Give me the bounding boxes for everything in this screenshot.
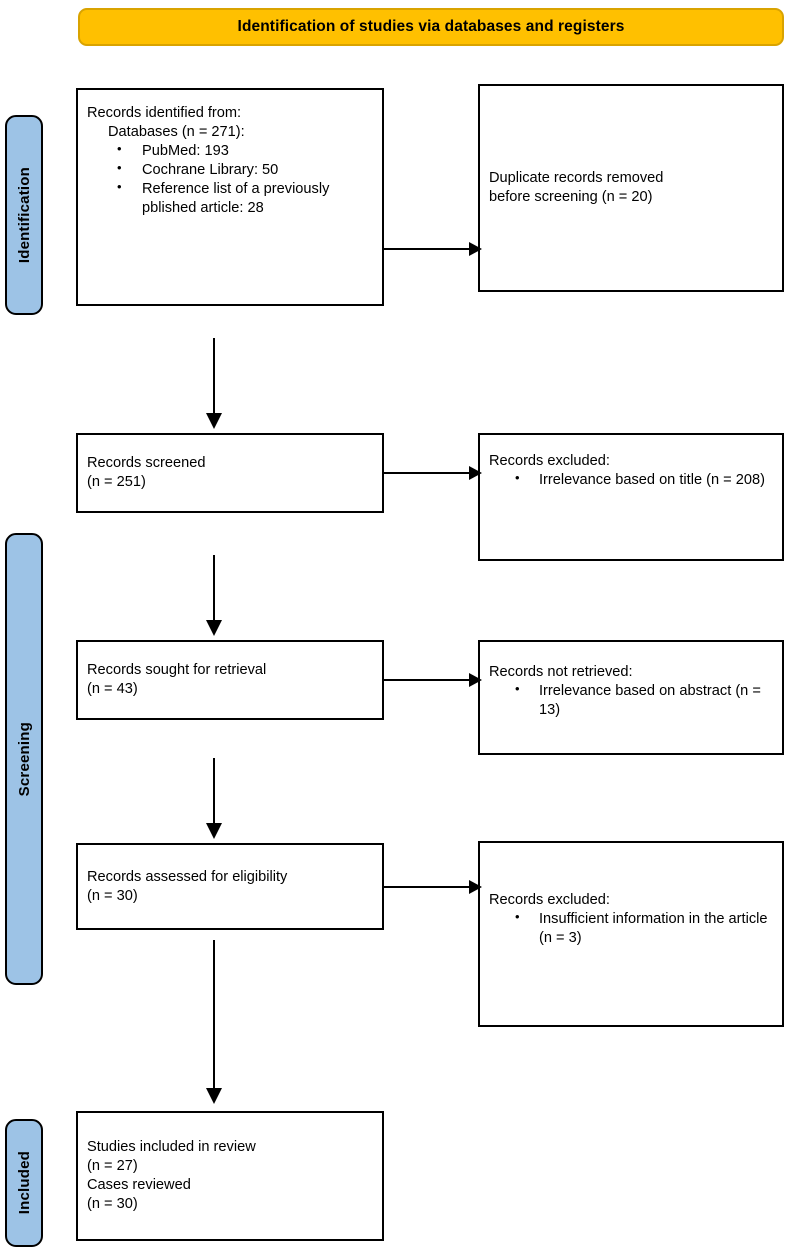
phase-banner-title: Identification of studies via databases … <box>237 18 625 35</box>
records-assessed-line-1: Records assessed for eligibility <box>87 868 288 885</box>
records-screened-line-1: Records screened <box>87 455 206 472</box>
arrow-screened-to-sought <box>203 555 225 637</box>
records-excluded-info-bullet-list: Insufficient information in the article … <box>489 909 773 948</box>
records-excluded-title-bullet-list: Irrelevance based on title (n = 208) <box>489 470 773 490</box>
stage-label-included: Included <box>15 1151 33 1215</box>
list-item: PubMed: 193 <box>87 141 373 161</box>
arrow-identified-to-screened <box>203 338 225 430</box>
list-item: Irrelevance based on title (n = 208) <box>489 470 773 490</box>
list-item: Insufficient information in the article … <box>489 909 773 948</box>
list-item: Reference list of a previously pblished … <box>87 179 373 218</box>
stage-bar-screening: Screening <box>5 533 43 985</box>
records-identified-subheading: Databases (n = 271): <box>108 123 245 140</box>
records-sought-line-2: (n = 43) <box>87 681 138 697</box>
arrow-assessed-to-excluded-info <box>383 876 483 898</box>
list-item: Irrelevance based on abstract (n = 13) <box>489 681 773 720</box>
box-records-not-retrieved: Records not retrieved: Irrelevance based… <box>478 640 784 755</box>
studies-included-line-4: (n = 30) <box>87 1195 138 1212</box>
stage-label-screening: Screening <box>15 721 33 797</box>
box-duplicates-removed: Duplicate records removed before screeni… <box>478 84 784 292</box>
box-records-identified: Records identified from: Databases (n = … <box>76 88 384 306</box>
arrow-sought-to-not-retrieved <box>383 669 483 691</box>
arrow-identified-to-duplicates <box>383 238 483 260</box>
stage-label-identification: Identification <box>15 166 33 264</box>
stage-bar-identification: Identification <box>5 115 43 315</box>
duplicates-removed-line-2: before screening (n = 20) <box>489 189 653 205</box>
studies-included-line-1: Studies included in review <box>87 1139 256 1156</box>
records-identified-bullet-list: PubMed: 193 Cochrane Library: 50 Referen… <box>87 141 373 218</box>
records-excluded-title-heading: Records excluded: <box>489 453 610 469</box>
duplicates-removed-line-1: Duplicate records removed <box>489 170 664 187</box>
records-excluded-info-heading: Records excluded: <box>489 892 610 908</box>
studies-included-line-3: Cases reviewed <box>87 1177 191 1193</box>
arrow-assessed-to-included <box>203 940 225 1105</box>
records-screened-line-2: (n = 251) <box>87 474 146 490</box>
arrow-screened-to-excluded-title <box>383 462 483 484</box>
box-records-excluded-info: Records excluded: Insufficient informati… <box>478 841 784 1027</box>
stage-bar-included: Included <box>5 1119 43 1247</box>
records-sought-line-1: Records sought for retrieval <box>87 662 267 679</box>
records-identified-heading: Records identified from: <box>87 105 242 121</box>
arrow-sought-to-assessed <box>203 758 225 840</box>
box-records-excluded-title: Records excluded: Irrelevance based on t… <box>478 433 784 561</box>
list-item: Cochrane Library: 50 <box>87 160 373 180</box>
records-assessed-line-2: (n = 30) <box>87 887 138 904</box>
phase-banner-identification: Identification of studies via databases … <box>78 8 784 46</box>
box-records-screened: Records screened (n = 251) <box>76 433 384 513</box>
records-not-retrieved-bullet-list: Irrelevance based on abstract (n = 13) <box>489 681 773 720</box>
box-studies-included: Studies included in review (n = 27) Case… <box>76 1111 384 1241</box>
box-records-sought: Records sought for retrieval (n = 43) <box>76 640 384 720</box>
studies-included-line-2: (n = 27) <box>87 1158 138 1175</box>
box-records-assessed: Records assessed for eligibility (n = 30… <box>76 843 384 930</box>
records-not-retrieved-heading: Records not retrieved: <box>489 664 633 680</box>
